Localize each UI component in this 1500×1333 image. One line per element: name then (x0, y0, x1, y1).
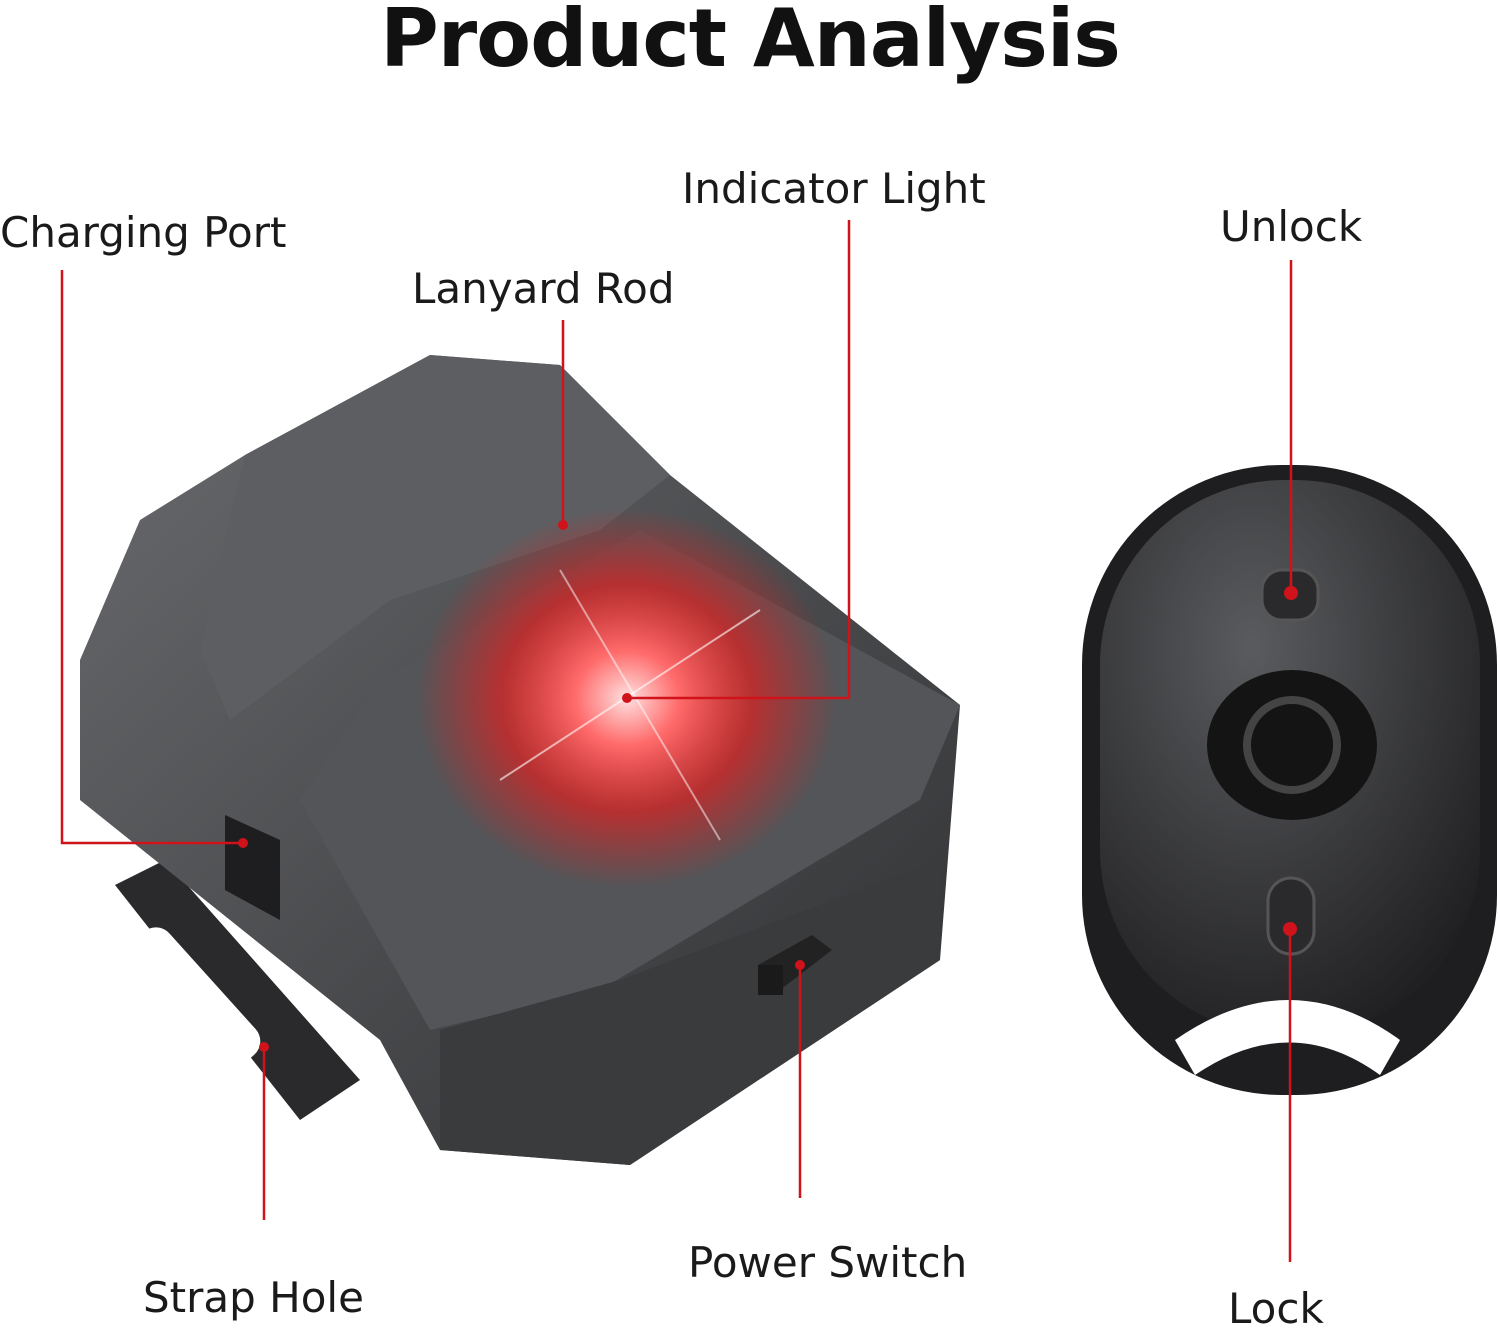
remote-key-fob (1082, 465, 1497, 1095)
label-strap-hole: Strap Hole (143, 1273, 364, 1322)
label-power-switch: Power Switch (688, 1238, 968, 1287)
leader-dots (238, 520, 1298, 1052)
label-indicator-light: Indicator Light (682, 164, 986, 213)
page-title: Product Analysis (380, 0, 1121, 85)
label-charging-port: Charging Port (0, 208, 287, 257)
strap-plate (115, 860, 360, 1120)
label-lock: Lock (1228, 1284, 1324, 1333)
label-unlock: Unlock (1220, 202, 1363, 251)
leader-lines (60, 220, 1293, 1262)
label-lanyard-rod: Lanyard Rod (412, 264, 675, 313)
power-button[interactable] (1207, 670, 1377, 820)
alarm-body (80, 355, 960, 1165)
